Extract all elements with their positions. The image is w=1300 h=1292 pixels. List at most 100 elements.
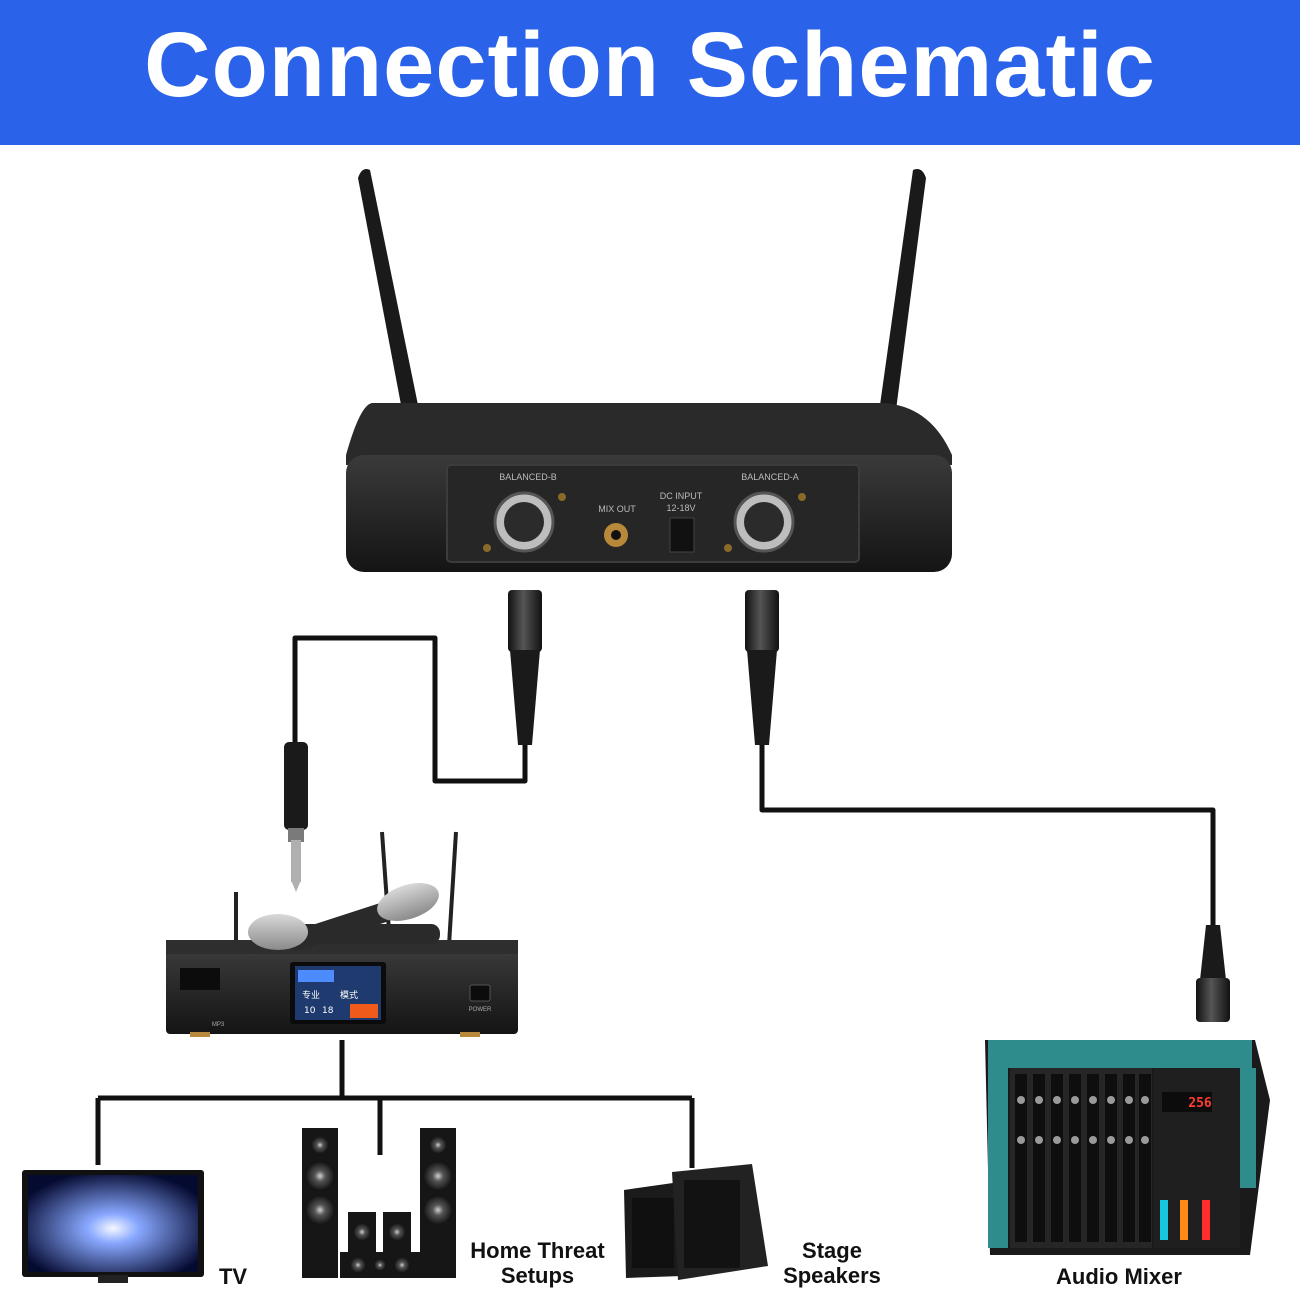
mic-2-handle xyxy=(290,924,440,944)
tv-device xyxy=(22,1170,204,1283)
stage-speakers-label-line-2: Speakers xyxy=(783,1263,881,1288)
wireless-receiver: BALANCED-B BALANCED-A MIX OUT DC INPUT 1… xyxy=(346,403,952,572)
center-driver-2 xyxy=(374,1259,386,1271)
center-driver-1 xyxy=(350,1257,366,1273)
amp-usb-label: MP3 xyxy=(212,1022,225,1028)
page-title: Connection Schematic xyxy=(144,13,1156,116)
xlr-plug-b-boot xyxy=(510,650,540,745)
jack-plug xyxy=(284,742,308,892)
mixer-red-fader xyxy=(1202,1200,1210,1240)
mixer-cyan-fader xyxy=(1160,1200,1168,1240)
amp-screen-val-2: 18 xyxy=(322,1006,334,1016)
knob-2 xyxy=(1035,1096,1043,1104)
channel-3 xyxy=(1051,1074,1063,1242)
karaoke-amplifier: 专业 模式 10 18 MP3 POWER xyxy=(166,831,518,1037)
xlr-plug-mixer-boot xyxy=(1200,925,1226,980)
title-banner: Connection Schematic xyxy=(0,0,1300,145)
amp-output-tree xyxy=(95,1040,695,1168)
audio-mixer-label: Audio Mixer xyxy=(1056,1264,1182,1289)
xlr-plug-a xyxy=(745,590,779,745)
amp-screen-line-1: 专业 xyxy=(302,989,320,1001)
mix-out-hole xyxy=(611,530,621,540)
jack-plug-body xyxy=(284,742,308,830)
amp-foot-right xyxy=(460,1032,480,1037)
tower-left-woofer-2 xyxy=(305,1195,335,1225)
mixer-left-panel xyxy=(988,1068,1008,1248)
panel-screw-3 xyxy=(724,544,732,552)
mixer-top-strip xyxy=(988,1040,1252,1068)
jack-plug-tip xyxy=(291,840,301,882)
knob-9 xyxy=(1017,1136,1025,1144)
mixer-channel-strips xyxy=(1015,1074,1151,1242)
jack-plug-collar xyxy=(288,828,304,842)
tower-right-woofer-1 xyxy=(423,1161,453,1191)
port-b-label: BALANCED-B xyxy=(499,472,557,482)
tower-right-woofer-2 xyxy=(423,1195,453,1225)
amp-power-label: POWER xyxy=(469,1007,492,1013)
channel-5 xyxy=(1087,1074,1099,1242)
stage-speaker-front-grille xyxy=(684,1180,740,1268)
xlr-to-jack-cable xyxy=(292,635,528,784)
channel-4 xyxy=(1069,1074,1081,1242)
mixer-display-value: 256 xyxy=(1188,1096,1212,1111)
mixer-knobs xyxy=(1017,1096,1149,1144)
knob-15 xyxy=(1125,1136,1133,1144)
mic-2-head xyxy=(248,914,308,950)
xlr-plug-a-head xyxy=(745,590,779,652)
dc-input-label: DC INPUT xyxy=(660,491,703,501)
knob-4 xyxy=(1071,1096,1079,1104)
cables xyxy=(95,635,1216,1168)
amp-screen-line-2: 模式 xyxy=(340,989,358,1001)
sat-right-driver xyxy=(388,1223,406,1241)
dc-input-port xyxy=(669,517,695,553)
amp-foot-left xyxy=(190,1032,210,1037)
audio-mixer: 256 xyxy=(985,1040,1270,1255)
knob-16 xyxy=(1141,1136,1149,1144)
xlr-to-mixer-cable xyxy=(759,745,1216,925)
mixer-right-panel xyxy=(1240,1068,1256,1188)
panel-screw-4 xyxy=(798,493,806,501)
amp-orange-button xyxy=(350,1004,378,1018)
amp-screen-val-1: 10 xyxy=(304,1006,316,1016)
amp-usb-panel xyxy=(180,968,220,990)
home-theater-label-line-2: Setups xyxy=(500,1263,575,1288)
tv-screen xyxy=(28,1175,198,1272)
right-antenna xyxy=(880,169,926,410)
port-a-label: BALANCED-A xyxy=(741,472,799,482)
knob-11 xyxy=(1053,1136,1061,1144)
left-antenna xyxy=(358,169,418,410)
xlr-plug-mixer-head xyxy=(1196,978,1230,1022)
knob-6 xyxy=(1107,1096,1115,1104)
knob-10 xyxy=(1035,1136,1043,1144)
tower-left-woofer-1 xyxy=(305,1161,335,1191)
tower-left-tweeter xyxy=(311,1136,329,1154)
channel-6 xyxy=(1105,1074,1117,1242)
knob-3 xyxy=(1053,1096,1061,1104)
home-theater-label-line-1: Home Threat xyxy=(470,1238,605,1263)
amp-display-highlight xyxy=(298,970,334,982)
knob-8 xyxy=(1141,1096,1149,1104)
knob-12 xyxy=(1071,1136,1079,1144)
knob-14 xyxy=(1107,1136,1115,1144)
stage-speakers-label: Stage Speakers xyxy=(770,1238,894,1288)
knob-7 xyxy=(1125,1096,1133,1104)
tower-right-tweeter xyxy=(429,1136,447,1154)
receiver-top xyxy=(346,403,952,465)
banner-background xyxy=(0,0,1300,145)
amp-power-button xyxy=(469,984,491,1002)
home-theater-speakers xyxy=(302,1128,456,1278)
channel-1 xyxy=(1015,1074,1027,1242)
xlr-plug-b xyxy=(508,590,542,745)
tv-stand xyxy=(98,1275,128,1283)
tv-label: TV xyxy=(218,1264,248,1289)
dc-voltage-label: 12-18V xyxy=(666,503,695,513)
xlr-port-b-face xyxy=(504,502,544,542)
mixer-display xyxy=(1162,1092,1212,1112)
xlr-plug-b-head xyxy=(508,590,542,652)
channel-8 xyxy=(1139,1074,1151,1242)
center-driver-3 xyxy=(394,1257,410,1273)
xlr-plug-mixer xyxy=(1196,925,1230,1022)
mix-out-label: MIX OUT xyxy=(598,504,636,514)
panel-screw-2 xyxy=(558,493,566,501)
